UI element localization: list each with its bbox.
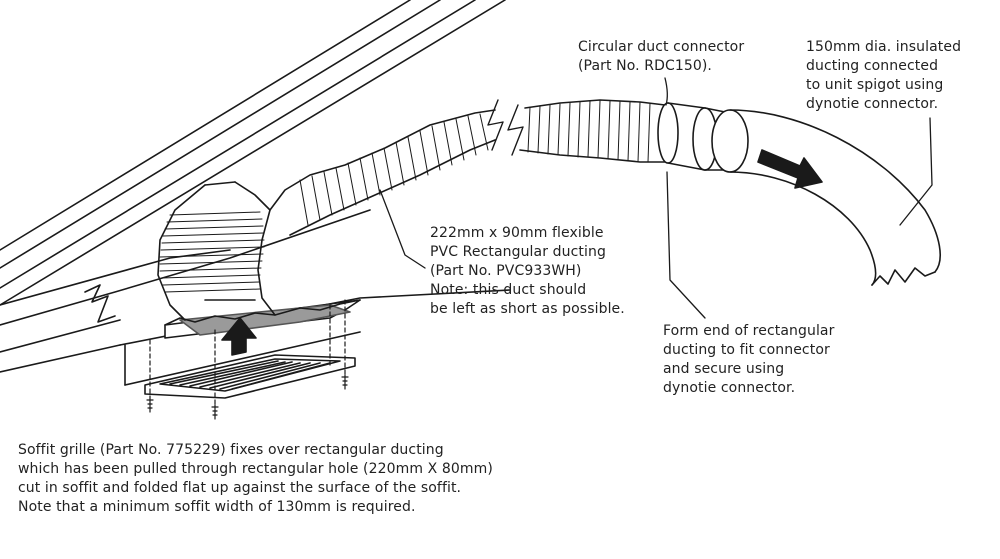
soffit-hole xyxy=(164,299,361,339)
label-soffit-grille: Soffit grille (Part No. 775229) fixes ov… xyxy=(18,442,493,515)
fascia-board xyxy=(0,209,371,373)
up-arrow-icon xyxy=(221,317,257,356)
rectangular-flexible-ducting xyxy=(157,99,666,321)
leader-lines xyxy=(379,77,933,319)
label-circular-duct-connector: Circular duct connector (Part No. RDC150… xyxy=(578,39,745,74)
airflow-arrow-icon xyxy=(757,149,823,189)
roof-rafters xyxy=(0,0,506,306)
insulated-round-ducting xyxy=(711,109,941,286)
label-form-end: Form end of rectangular ducting to fit c… xyxy=(663,323,835,396)
label-rectangular-ducting: 222mm x 90mm flexible PVC Rectangular du… xyxy=(430,225,625,317)
label-insulated-ducting: 150mm dia. insulated ducting connected t… xyxy=(806,39,962,112)
screws xyxy=(146,299,349,420)
soffit-grille xyxy=(144,354,356,399)
